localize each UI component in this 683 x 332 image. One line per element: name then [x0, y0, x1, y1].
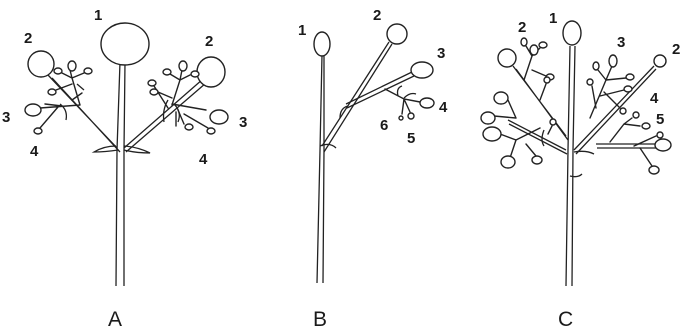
panel-c-flower	[649, 166, 659, 174]
panel-b-label-6: 6	[380, 117, 388, 134]
panel-a-label-2-right: 2	[205, 33, 213, 50]
panel-a-bud	[68, 61, 76, 71]
panel-a-caption: A	[108, 308, 122, 331]
panel-c-lower-left-cluster	[494, 100, 552, 158]
panel-c-flower-2	[654, 55, 666, 67]
panel-c-label-2-right: 2	[672, 41, 680, 58]
panel-b: 1 2 3 4 5 6 B	[298, 7, 448, 331]
panel-c-bud	[624, 86, 632, 92]
panel-a-bud	[34, 128, 42, 134]
panel-a-bud	[54, 68, 62, 74]
panel-a-bract-right	[124, 146, 150, 153]
panel-c-bud	[587, 79, 593, 85]
panel-c-bud	[657, 132, 663, 138]
panel-b-sub-branch	[385, 89, 420, 114]
panel-c-label-3: 3	[617, 34, 625, 51]
panel-a-flower-1	[101, 23, 149, 65]
panel-a-left-branch	[48, 75, 120, 152]
panel-c-flower-1	[563, 21, 581, 45]
panel-a-flower-3-right	[210, 110, 228, 124]
panel-a-bud	[84, 68, 92, 74]
panel-b-label-4: 4	[439, 99, 448, 116]
panel-a-bract	[77, 84, 84, 90]
panel-c: 1 2 3 2 4 5 C	[481, 10, 680, 331]
panel-c-bud	[521, 38, 527, 46]
panel-a-label-2-left: 2	[24, 30, 32, 47]
panel-c-flower	[483, 127, 501, 141]
panel-a-bud	[179, 61, 187, 71]
panel-c-bract	[570, 174, 582, 177]
panel-a-bud	[150, 89, 158, 95]
panel-c-label-4: 4	[650, 90, 659, 107]
panel-b-flower-6	[399, 116, 403, 120]
panel-c-caption: C	[558, 308, 573, 331]
panel-a-bud	[163, 69, 171, 75]
panel-a-main-stem	[116, 62, 125, 286]
panel-a-bud	[207, 128, 215, 134]
panel-c-flower-large	[498, 49, 516, 67]
panel-c-bud	[633, 112, 639, 118]
panel-a-bud	[185, 124, 193, 130]
panel-b-branch-2	[322, 42, 392, 152]
panel-c-flower	[494, 92, 508, 104]
panel-a-label-3-right: 3	[239, 114, 247, 131]
panel-c-bud	[550, 119, 556, 125]
panel-a-flower-2-right	[197, 57, 225, 87]
panel-a-flower-2-left	[28, 51, 54, 77]
panel-c-label-2-left: 2	[518, 19, 526, 36]
panel-c-left-branch	[513, 66, 568, 140]
panel-b-flower-3	[411, 62, 433, 78]
panel-c-bud	[544, 77, 550, 83]
panel-c-bud	[539, 42, 547, 48]
panel-b-main-stem	[317, 55, 324, 283]
panel-b-label-5: 5	[407, 130, 415, 147]
panel-b-flower-2	[387, 24, 407, 44]
panel-c-label-1: 1	[549, 10, 557, 27]
panel-a-left-cluster-stems	[40, 70, 84, 128]
panel-b-label-3: 3	[437, 45, 445, 62]
panel-b-caption: B	[313, 308, 327, 331]
panel-c-bud	[593, 62, 599, 70]
panel-a-bud	[191, 71, 199, 77]
panel-b-flower-4	[420, 98, 434, 108]
panel-c-flower	[655, 139, 671, 151]
panel-a-flower-3-left	[25, 104, 41, 116]
panel-c-flower	[532, 156, 542, 164]
panel-b-bract	[398, 86, 403, 96]
panel-a-label-4-left: 4	[30, 143, 39, 160]
panel-c-flower	[501, 156, 515, 168]
panel-c-lower-right-branch	[596, 144, 656, 148]
panel-a-bud	[48, 89, 56, 95]
panel-c-main-stem	[566, 46, 575, 286]
panel-a-label-3-left: 3	[2, 109, 10, 126]
panel-c-bud	[530, 45, 538, 55]
panel-a-bract-left	[94, 146, 118, 152]
panel-b-label-1: 1	[298, 22, 306, 39]
panel-c-flower	[481, 112, 495, 124]
panel-b-flower-5	[408, 113, 414, 119]
panel-a-label-4-right: 4	[199, 151, 208, 168]
panel-c-bud	[626, 74, 634, 80]
panel-c-label-5: 5	[656, 111, 664, 128]
panel-b-flower-1	[314, 32, 330, 56]
panel-b-label-2: 2	[373, 7, 381, 24]
panel-c-bud	[620, 108, 626, 114]
panel-a-right-branch	[124, 79, 206, 152]
panel-c-bud	[642, 123, 650, 129]
panel-b-bract	[404, 94, 416, 99]
panel-a-label-1: 1	[94, 7, 102, 24]
panel-a: 1 2 2 3 3 4 4 A	[2, 7, 247, 331]
panel-a-bud	[148, 80, 156, 86]
panel-c-bud	[609, 55, 617, 67]
